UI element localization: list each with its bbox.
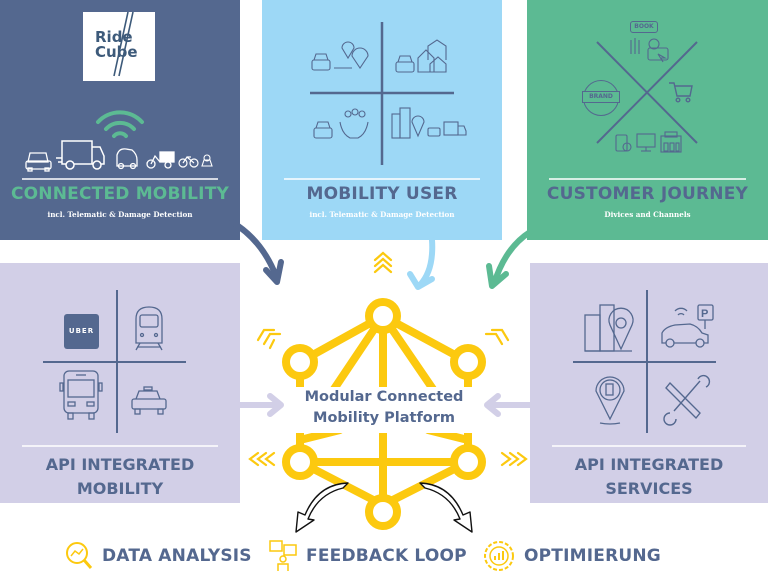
truck-icon — [56, 140, 105, 170]
car-icon — [25, 152, 52, 172]
bicycle-icon — [178, 156, 199, 168]
bottom-item-optimierung: OPTIMIERUNG — [482, 541, 661, 571]
car-houses-icon — [395, 39, 447, 73]
quadrant-cross — [573, 290, 716, 433]
uber-label: UBER — [68, 327, 95, 335]
ridecube-logo: Ride Cube — [83, 12, 155, 81]
smart-car-icon — [116, 148, 138, 170]
bus-icon — [59, 370, 103, 420]
title-line1: API INTEGRATED — [574, 455, 724, 474]
panel-subtitle: incl. Telematic & Damage Detection — [309, 210, 455, 219]
panel-api-integrated-mobility: UBER API INTEGRATED MOBILITY — [0, 263, 240, 503]
platform-label-line1: Modular Connected — [304, 389, 464, 405]
panel-mobility-user: MOBILITY USER incl. Telematic & Damage D… — [262, 0, 502, 240]
title-line2: SERVICES — [605, 479, 693, 498]
panel-title: API INTEGRATED SERVICES — [530, 453, 768, 501]
panel-api-integrated-services: P API INTEGRATED SERVICES — [530, 263, 768, 503]
logo-line1: Ride — [95, 28, 133, 46]
divider — [284, 178, 480, 180]
gear-chart-icon — [484, 541, 514, 571]
city-pin-icon — [584, 304, 634, 352]
logo-line2: Cube — [95, 43, 138, 61]
panel-connected-mobility: Ride Cube — [0, 0, 240, 240]
wifi-icon — [96, 110, 144, 138]
taxi-icon — [131, 386, 167, 415]
tools-icon — [663, 374, 711, 426]
output-arrows — [295, 482, 473, 533]
panel-title: API INTEGRATED MOBILITY — [0, 453, 240, 501]
magnifier-chart-icon — [66, 542, 93, 569]
bottom-label: OPTIMIERUNG — [524, 546, 661, 566]
platform-label-line2: Mobility Platform — [313, 410, 455, 426]
fuel-station-pin-icon — [595, 376, 625, 425]
bottom-label: FEEDBACK LOOP — [306, 546, 467, 566]
panel-title: CUSTOMER JOURNEY — [546, 184, 749, 204]
uber-icon: UBER — [64, 314, 99, 349]
train-icon — [135, 306, 163, 351]
brand-label: BRAND — [582, 91, 620, 103]
divider — [22, 445, 218, 447]
car-hands-people-icon — [313, 108, 369, 139]
panel-title: MOBILITY USER — [306, 184, 458, 204]
book-hand-payment-icon: BOOK — [630, 21, 658, 33]
arrow-from-api-services — [484, 393, 533, 417]
bottom-item-data-analysis: DATA ANALYSIS — [64, 541, 252, 571]
x-cross — [596, 41, 698, 144]
arrow-from-connected-mobility — [229, 219, 279, 279]
panel-subtitle: Divices and Channels — [604, 210, 691, 219]
quadrant-cross — [43, 290, 186, 433]
divider — [22, 178, 218, 180]
scooter-icon — [201, 154, 213, 167]
quadrant-cross — [310, 22, 454, 165]
divider — [552, 445, 746, 447]
chevrons — [248, 251, 528, 467]
panel-subtitle: incl. Telematic & Damage Detection — [47, 210, 193, 219]
city-pin-car-truck-icon — [391, 107, 467, 139]
shopping-cart-icon — [669, 82, 693, 103]
panel-customer-journey: BOOK BRAND CUSTOMER JOURNEY Divices and … — [527, 0, 768, 240]
parking-label: P — [701, 308, 708, 320]
car-route-pin-icon — [311, 41, 369, 71]
payment-icon — [630, 38, 669, 63]
panel-title: CONNECTED MOBILITY — [10, 184, 230, 204]
arrow-from-customer-journey — [491, 229, 533, 287]
bottom-item-feedback-loop: FEEDBACK LOOP — [268, 540, 467, 571]
phone-monitor-store-icon — [615, 131, 682, 153]
divider — [549, 178, 746, 180]
connected-car-parking-icon: P — [661, 304, 714, 348]
cargo-bike-icon — [146, 151, 175, 169]
title-line2: MOBILITY — [76, 479, 164, 498]
bottom-label: DATA ANALYSIS — [102, 546, 252, 566]
platform-label: Modular Connected Mobility Platform — [284, 387, 484, 433]
feedback-icon — [269, 540, 297, 571]
brand-badge-icon: BRAND — [582, 80, 620, 116]
book-label: BOOK — [634, 23, 654, 30]
title-line1: API INTEGRATED — [45, 455, 195, 474]
arrow-from-api-mobility — [237, 393, 284, 417]
